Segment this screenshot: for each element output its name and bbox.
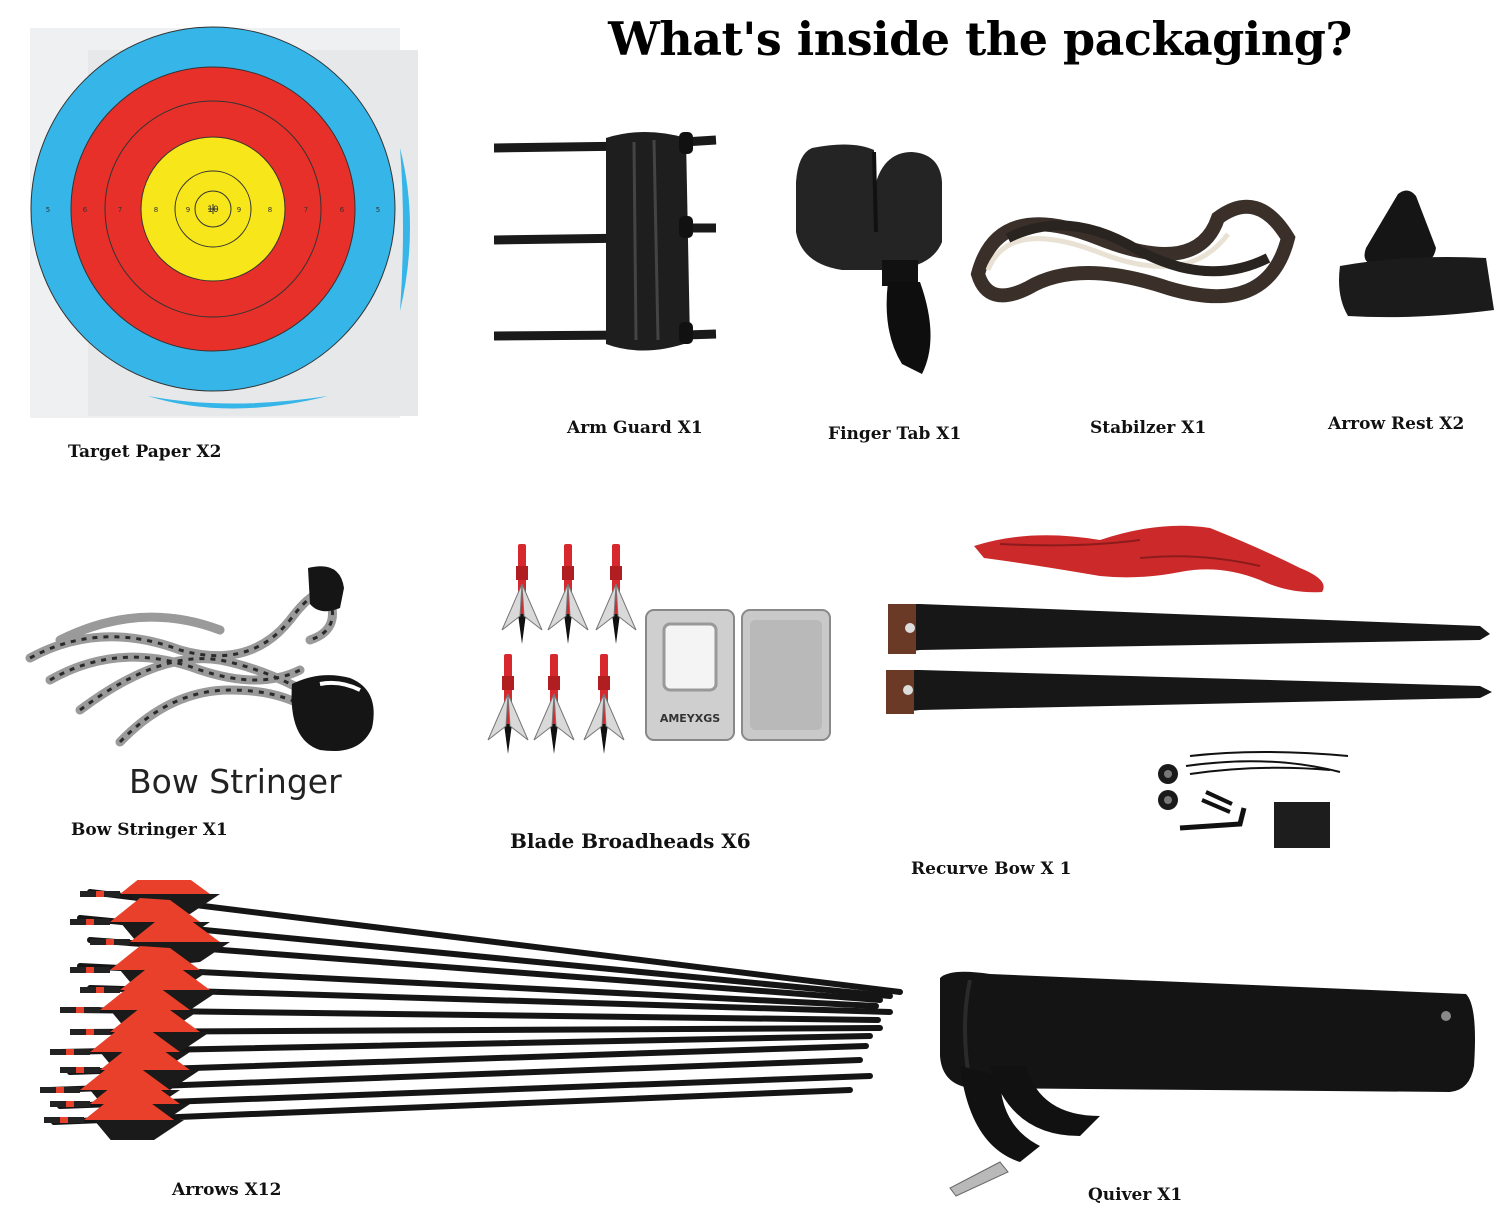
recurve-bow-icon [886, 525, 1492, 848]
ring-number: 7 [118, 206, 122, 214]
quiver-icon [940, 971, 1475, 1197]
tin-brand: AMEYXGS [660, 712, 720, 725]
page-title: What's inside the packaging? [608, 12, 1352, 66]
bow-stringer-icon [25, 566, 374, 752]
arm-guard [494, 130, 724, 360]
arrows-icon [40, 880, 903, 1140]
ring-number: 5 [376, 206, 380, 214]
ring-number: 5 [46, 206, 50, 214]
caption-finger-tab: Finger Tab X1 [828, 424, 962, 444]
ring-number: 7 [304, 206, 308, 214]
finger-tab [792, 142, 952, 377]
bow-stringer-photo-text: Bow Stringer [129, 762, 342, 801]
ring-number: 6 [340, 206, 345, 214]
finger-tab-icon [796, 144, 942, 374]
caption-stabilizer: Stabilzer X1 [1090, 418, 1207, 438]
arrows [30, 880, 910, 1140]
target-paper: 5 6 7 8 9 10 9 8 7 6 5 [28, 26, 423, 421]
caption-arrows: Arrows X12 [172, 1180, 282, 1200]
caption-arrow-rest: Arrow Rest X2 [1328, 414, 1465, 434]
caption-recurve-bow: Recurve Bow X 1 [911, 859, 1072, 879]
recurve-bow [880, 518, 1500, 858]
bow-stringer [20, 560, 390, 760]
ring-number: 9 [237, 206, 241, 214]
broadheads-icon: AMEYXGS [487, 543, 831, 755]
arrow-rest-icon [1339, 190, 1494, 318]
target-paper-icon: 5 6 7 8 9 10 9 8 7 6 5 [30, 26, 418, 418]
arm-guard-icon [494, 132, 717, 351]
caption-arm-guard: Arm Guard X1 [567, 418, 703, 438]
ring-number: 10 [207, 205, 219, 215]
caption-blade-broadheads: Blade Broadheads X6 [510, 829, 751, 853]
stabilizer-icon [970, 199, 1296, 304]
caption-quiver: Quiver X1 [1088, 1185, 1183, 1205]
caption-target-paper: Target Paper X2 [68, 442, 222, 462]
ring-number: 6 [83, 206, 88, 214]
ring-number: 8 [268, 206, 272, 214]
quiver [930, 966, 1480, 1198]
caption-bow-stringer: Bow Stringer X1 [71, 820, 228, 840]
ring-number: 9 [186, 206, 190, 214]
stabilizer [968, 178, 1303, 328]
ring-number: 8 [154, 206, 158, 214]
arrow-rest [1336, 186, 1496, 321]
blade-broadheads: AMEYXGS [484, 538, 844, 778]
